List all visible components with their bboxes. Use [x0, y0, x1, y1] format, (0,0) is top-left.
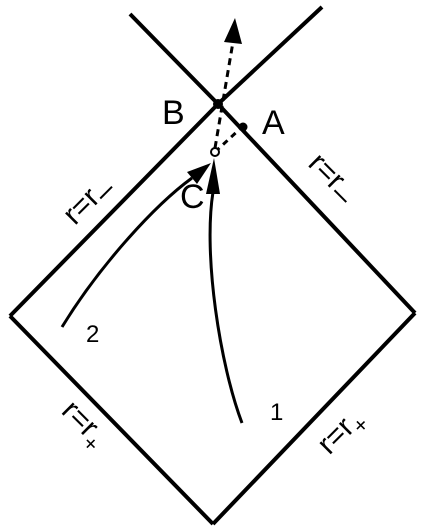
svg-text:r=r+: r=r+: [51, 394, 114, 457]
label-path-2: 2: [86, 321, 99, 348]
extension-right: [216, 5, 324, 106]
label-horizon-inner-left: r=r–: [56, 169, 122, 235]
extension-left: [128, 12, 220, 106]
curve-path-2: [60, 176, 193, 328]
point-c-marker: [210, 147, 220, 157]
label-point-b: B: [162, 94, 185, 132]
arrowhead-upward: [224, 18, 242, 44]
label-point-c: C: [180, 178, 205, 216]
label-point-a: A: [262, 104, 285, 142]
point-a-marker: [238, 122, 248, 132]
edge-right-upper: [216, 102, 417, 315]
arrowhead-path-2: [187, 163, 211, 184]
label-horizon-inner-right: r=r–: [298, 146, 364, 212]
edge-right-lower: [211, 311, 417, 526]
label-horizon-outer-left: r=r+: [51, 394, 114, 457]
arrowhead-path-1: [206, 158, 220, 194]
svg-text:r=r–: r=r–: [56, 169, 122, 235]
label-path-1: 1: [270, 399, 283, 426]
edge-left-upper: [8, 102, 220, 318]
point-b-marker: [213, 99, 223, 109]
svg-text:r=r–: r=r–: [298, 146, 364, 212]
edge-left-lower: [8, 314, 215, 526]
dashed-c-upward: [213, 35, 236, 149]
curve-path-1: [208, 191, 244, 424]
